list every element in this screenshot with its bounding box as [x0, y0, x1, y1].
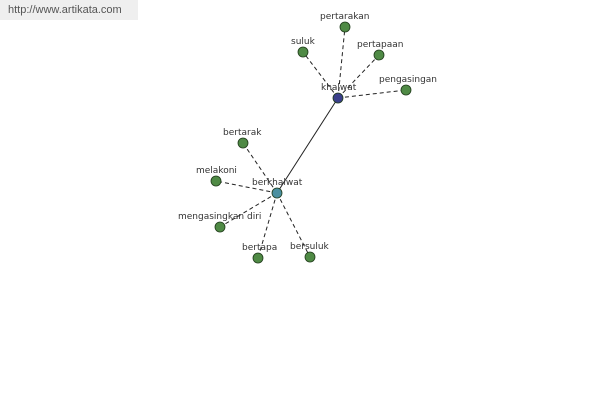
node-suluk[interactable] — [297, 46, 309, 58]
edge-khalwat-pengasingan — [337, 89, 407, 99]
edge-berkhalwat-bersuluk — [276, 192, 311, 258]
edge-berkhalwat-melakoni — [215, 180, 278, 194]
node-bertapa[interactable] — [252, 252, 264, 264]
node-label-bertapa[interactable]: bertapa — [242, 243, 277, 253]
node-label-berkhalwat[interactable]: berkhalwat — [252, 178, 303, 188]
node-label-mengasingkan_diri[interactable]: mengasingkan diri — [178, 212, 261, 222]
node-khalwat[interactable] — [332, 92, 344, 104]
edge-berkhalwat-bertapa — [257, 192, 278, 259]
edge-berkhalwat-bertarak — [242, 142, 278, 194]
node-label-bersuluk[interactable]: bersuluk — [290, 242, 330, 252]
node-label-khalwat[interactable]: khalwat — [321, 83, 357, 93]
node-label-bertarak[interactable]: bertarak — [223, 128, 262, 138]
node-bertarak[interactable] — [237, 137, 249, 149]
site-watermark[interactable]: http://www.artikata.com — [0, 0, 138, 20]
node-melakoni[interactable] — [210, 175, 222, 187]
edge-khalwat-berkhalwat — [276, 97, 339, 194]
edge-khalwat-suluk — [302, 51, 339, 99]
node-label-pertapaan[interactable]: pertapaan — [357, 40, 403, 50]
node-label-suluk[interactable]: suluk — [291, 37, 316, 47]
node-pengasingan[interactable] — [400, 84, 412, 96]
edge-khalwat-pertarakan — [337, 26, 346, 99]
node-bersuluk[interactable] — [304, 251, 316, 263]
node-label-pengasingan[interactable]: pengasingan — [379, 75, 437, 85]
node-mengasingkan_diri[interactable] — [214, 221, 226, 233]
node-pertapaan[interactable] — [373, 49, 385, 61]
node-label-pertarakan[interactable]: pertarakan — [320, 12, 369, 22]
edge-khalwat-pertapaan — [337, 54, 380, 99]
node-berkhalwat[interactable] — [271, 187, 283, 199]
node-pertarakan[interactable] — [339, 21, 351, 33]
node-label-melakoni[interactable]: melakoni — [196, 166, 237, 176]
